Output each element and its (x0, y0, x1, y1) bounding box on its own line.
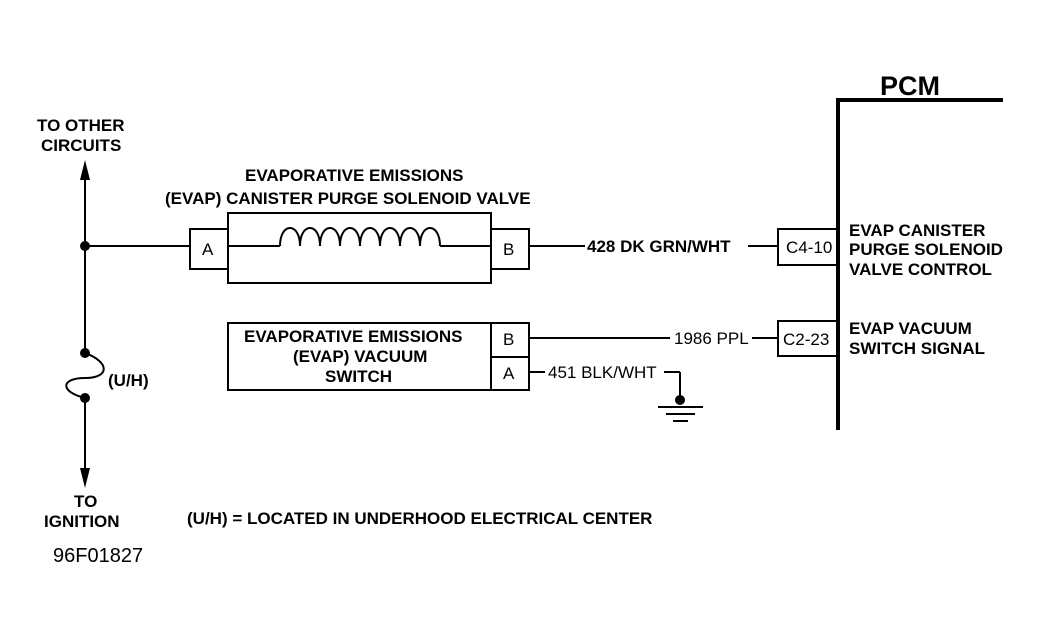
switch-pin-a-box (490, 356, 530, 391)
to-other-circuits-label-1: TO OTHER (37, 116, 125, 135)
to-ignition-label-2: IGNITION (44, 512, 120, 531)
up-arrow-icon (80, 160, 90, 180)
pcm-title: PCM (880, 71, 940, 101)
wire-1986-label: 1986 PPL (674, 329, 749, 348)
vacuum-signal-label-1: EVAP VACUUM (849, 319, 972, 338)
fuse-label: (U/H) (108, 371, 149, 390)
ignition-feed: TO OTHER CIRCUITS (U/H) TO IGNITION (37, 116, 149, 531)
solenoid-body (227, 212, 492, 284)
connector-c4-10-label: C4-10 (786, 238, 832, 257)
vacuum-switch-title-3: SWITCH (325, 367, 392, 386)
vacuum-switch: EVAPORATIVE EMISSIONS (EVAP) VACUUM SWIT… (227, 319, 985, 422)
wire-428-label: 428 DK GRN/WHT (587, 237, 731, 256)
vacuum-switch-title-1: EVAPORATIVE EMISSIONS (244, 327, 463, 346)
purge-solenoid-title-1: EVAPORATIVE EMISSIONS (245, 166, 464, 185)
fuse-icon (65, 352, 105, 399)
switch-pin-b-label: B (503, 330, 514, 349)
purge-solenoid-valve: EVAPORATIVE EMISSIONS (EVAP) CANISTER PU… (85, 166, 1003, 284)
footnote: (U/H) = LOCATED IN UNDERHOOD ELECTRICAL … (187, 509, 652, 528)
figure-id: 96F01827 (53, 545, 143, 567)
to-ignition-label-1: TO (74, 492, 97, 511)
purge-solenoid-title-2: (EVAP) CANISTER PURGE SOLENOID VALVE (165, 189, 531, 208)
purge-control-label-3: VALVE CONTROL (849, 260, 992, 279)
connector-c2-23-label: C2-23 (783, 330, 829, 349)
connector-c4-10-box (777, 228, 839, 266)
to-other-circuits-label-2: CIRCUITS (41, 136, 121, 155)
connector-c2-23-box (777, 320, 839, 357)
ground-icon (658, 395, 703, 422)
pin-b-box (490, 228, 530, 270)
down-arrow-icon (80, 468, 90, 488)
pin-b-label: B (503, 240, 514, 259)
wire-451-label: 451 BLK/WHT (548, 363, 657, 382)
switch-pin-a-label: A (503, 364, 515, 383)
vacuum-signal-label-2: SWITCH SIGNAL (849, 339, 985, 358)
purge-control-label-2: PURGE SOLENOID (849, 240, 1003, 259)
vacuum-switch-title-2: (EVAP) VACUUM (293, 347, 427, 366)
pin-a-label: A (202, 240, 214, 259)
coil-icon (279, 227, 441, 247)
purge-control-label-1: EVAP CANISTER (849, 221, 985, 240)
